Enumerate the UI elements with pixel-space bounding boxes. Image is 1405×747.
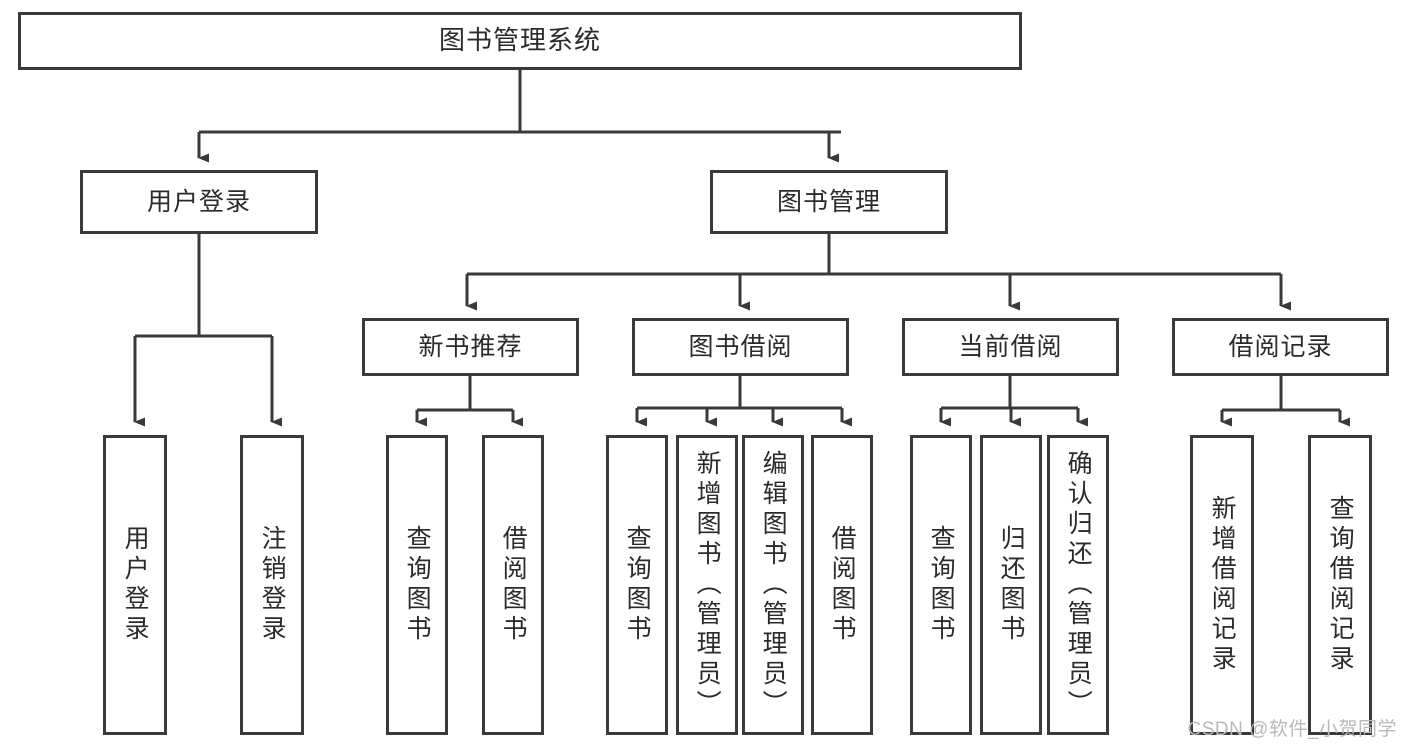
node-root-label: 图书管理系统 xyxy=(438,25,601,56)
node-new-book-recommend[interactable]: 新书推荐 xyxy=(362,318,579,376)
node-leaf-user-login-label: 用户登录 xyxy=(121,525,150,645)
node-leaf-borrow-book-1-label: 借阅图书 xyxy=(499,525,528,645)
node-leaf-return-book-label: 归还图书 xyxy=(997,525,1026,645)
node-leaf-borrow-book-2[interactable]: 借阅图书 xyxy=(811,435,873,735)
node-leaf-edit-book-label: 编辑图书（管理员） xyxy=(759,450,788,720)
node-leaf-user-login[interactable]: 用户登录 xyxy=(103,435,167,735)
node-leaf-borrow-book-1[interactable]: 借阅图书 xyxy=(482,435,544,735)
node-book-manage[interactable]: 图书管理 xyxy=(710,170,948,234)
node-book-borrow-label: 图书借阅 xyxy=(688,333,793,361)
watermark-text: CSDN @软件_小贺同学 xyxy=(1187,719,1397,740)
node-borrow-record-label: 借阅记录 xyxy=(1228,333,1333,361)
node-leaf-edit-book[interactable]: 编辑图书（管理员） xyxy=(742,435,804,735)
node-leaf-query-book-3[interactable]: 查询图书 xyxy=(910,435,972,735)
node-leaf-query-book-1[interactable]: 查询图书 xyxy=(386,435,448,735)
node-leaf-confirm-return-label: 确认归还（管理员） xyxy=(1064,450,1093,720)
node-leaf-confirm-return[interactable]: 确认归还（管理员） xyxy=(1047,435,1109,735)
node-root[interactable]: 图书管理系统 xyxy=(18,12,1022,70)
node-new-book-recommend-label: 新书推荐 xyxy=(418,333,523,361)
node-leaf-query-book-2[interactable]: 查询图书 xyxy=(606,435,668,735)
node-leaf-add-record[interactable]: 新增借阅记录 xyxy=(1190,435,1254,735)
node-leaf-query-record-label: 查询借阅记录 xyxy=(1326,495,1355,675)
node-book-manage-label: 图书管理 xyxy=(776,188,881,216)
node-leaf-add-book-label: 新增图书（管理员） xyxy=(693,450,722,720)
node-leaf-add-record-label: 新增借阅记录 xyxy=(1208,495,1237,675)
node-leaf-query-book-2-label: 查询图书 xyxy=(623,525,652,645)
node-leaf-logout-login[interactable]: 注销登录 xyxy=(240,435,304,735)
node-book-borrow[interactable]: 图书借阅 xyxy=(632,318,849,376)
node-leaf-query-book-1-label: 查询图书 xyxy=(403,525,432,645)
node-current-borrow[interactable]: 当前借阅 xyxy=(902,318,1119,376)
node-leaf-query-book-3-label: 查询图书 xyxy=(927,525,956,645)
node-leaf-return-book[interactable]: 归还图书 xyxy=(980,435,1042,735)
node-user-login[interactable]: 用户登录 xyxy=(80,170,318,234)
node-user-login-label: 用户登录 xyxy=(146,188,251,216)
node-leaf-add-book[interactable]: 新增图书（管理员） xyxy=(676,435,738,735)
node-borrow-record[interactable]: 借阅记录 xyxy=(1172,318,1389,376)
node-leaf-borrow-book-2-label: 借阅图书 xyxy=(828,525,857,645)
node-leaf-query-record[interactable]: 查询借阅记录 xyxy=(1308,435,1372,735)
node-leaf-logout-login-label: 注销登录 xyxy=(258,525,287,645)
node-current-borrow-label: 当前借阅 xyxy=(958,333,1063,361)
